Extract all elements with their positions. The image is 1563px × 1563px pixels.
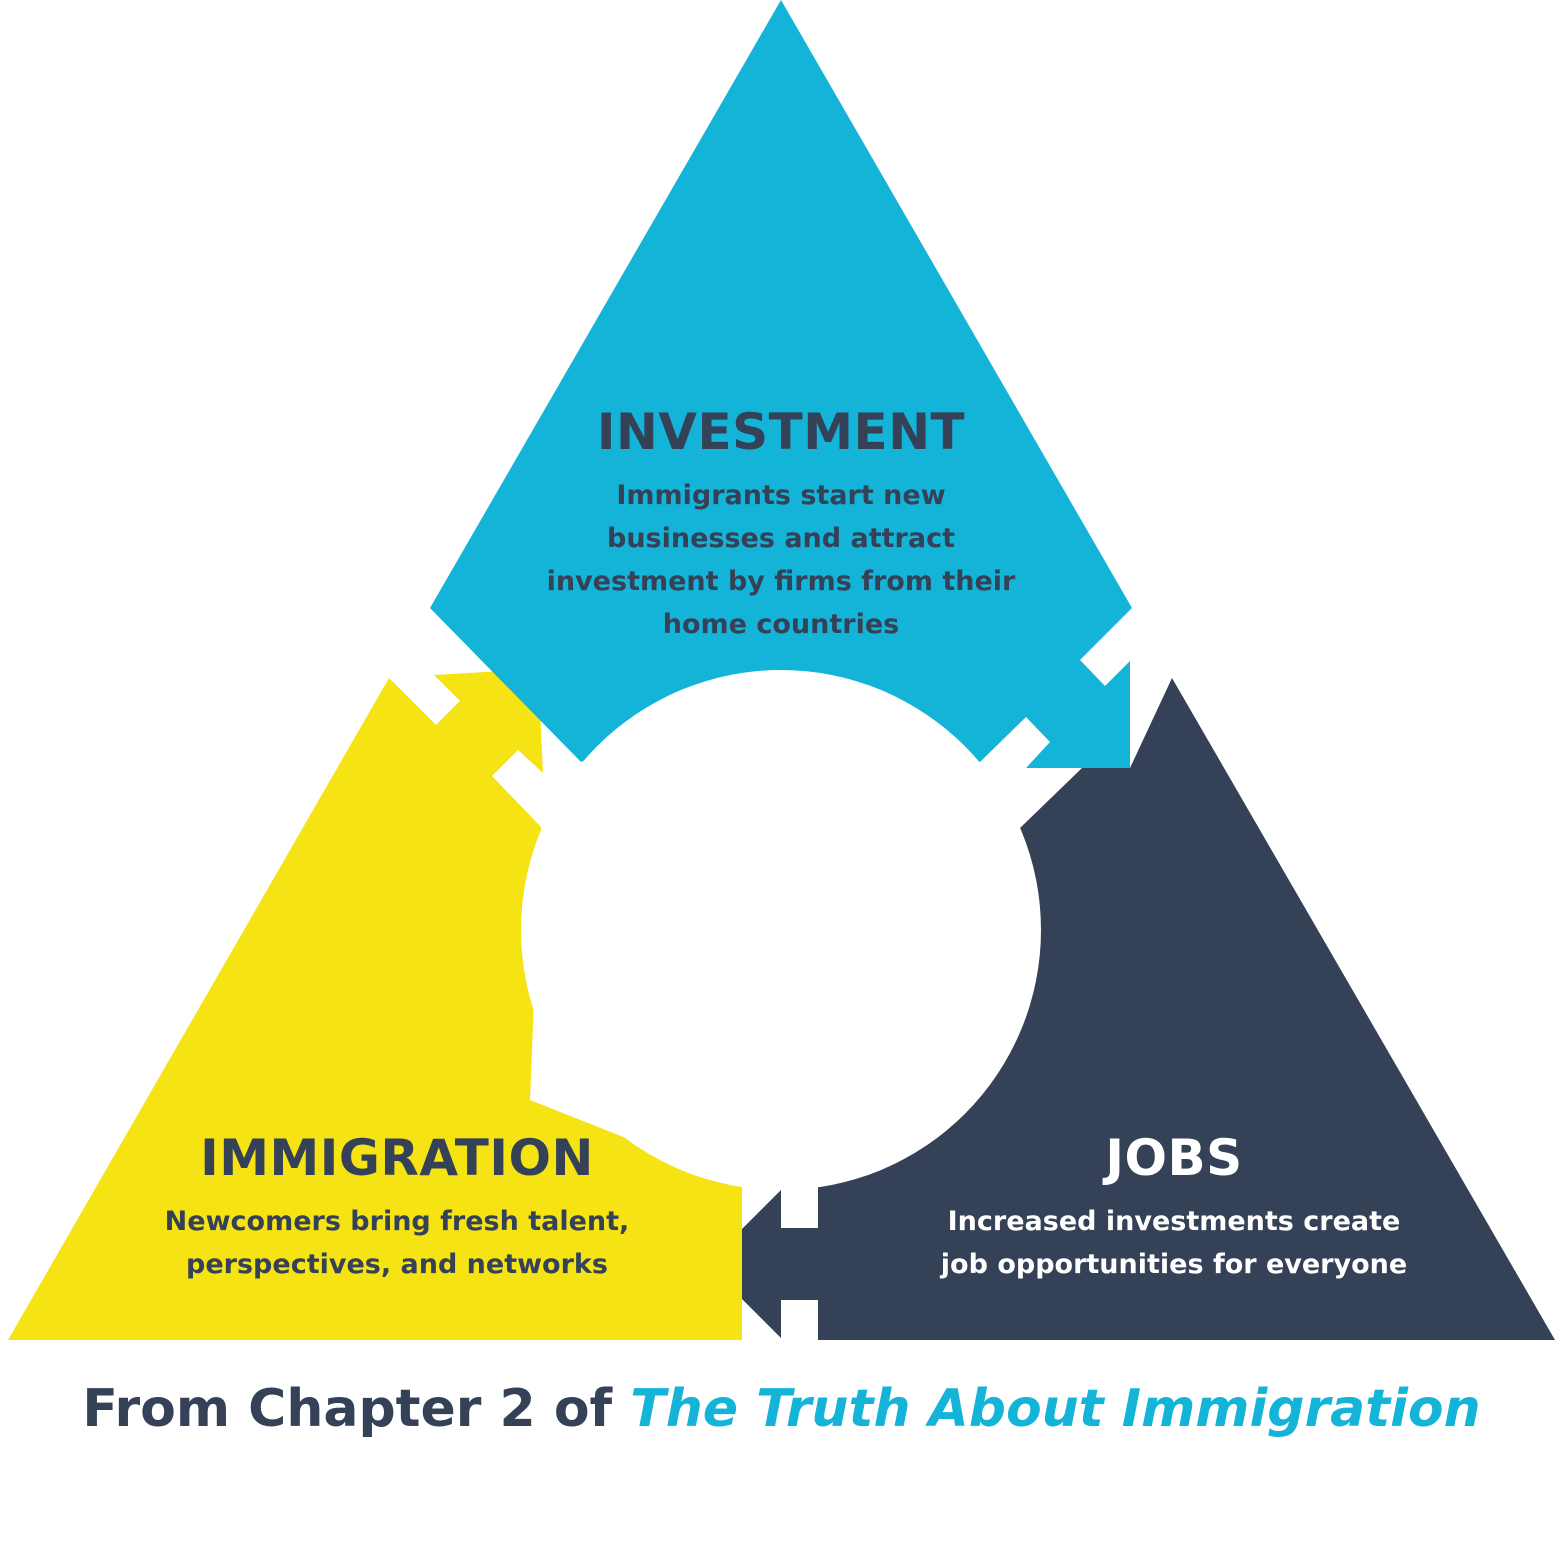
immigration-title: IMMIGRATION [200, 1129, 594, 1187]
investment-segment [430, 0, 1132, 768]
immigration-description: Newcomers bring fresh talent, perspectiv… [164, 1206, 630, 1280]
caption: From Chapter 2 of The Truth About Immigr… [0, 1374, 1563, 1444]
investment-description: Immigrants start new businesses and attr… [546, 480, 1016, 640]
immigration-segment [8, 669, 742, 1340]
investment-title: INVESTMENT [596, 403, 966, 461]
caption-prefix: From Chapter 2 of [82, 1379, 631, 1439]
jobs-title: JOBS [1105, 1129, 1243, 1187]
jobs-description: Increased investments create job opportu… [940, 1206, 1408, 1280]
caption-book-title: The Truth About Immigration [630, 1379, 1481, 1439]
jobs-segment [707, 678, 1555, 1340]
